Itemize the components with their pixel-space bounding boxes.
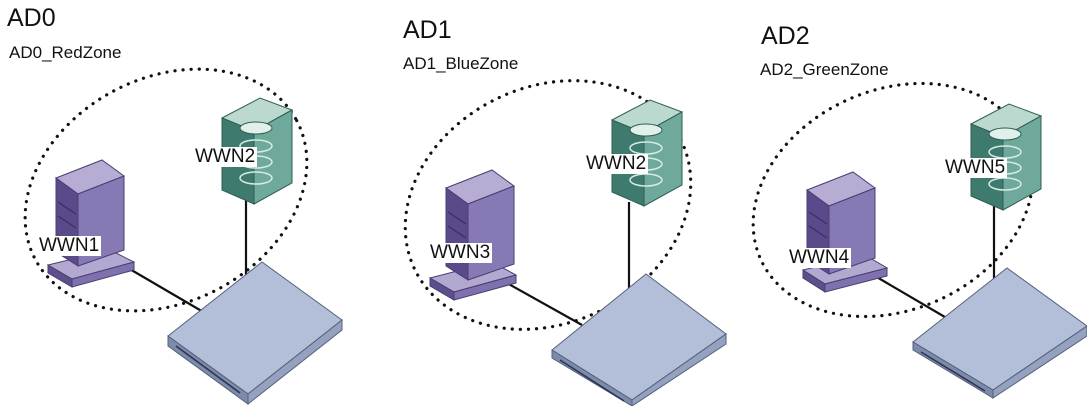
zone-name: AD0_RedZone [9,43,122,62]
domain-panel-ad2: AD2 AD2_GreenZone WWN4 WWN5 [725,0,1087,406]
domain-title: AD1 [403,16,452,44]
storage-array-icon [969,103,1043,211]
fabric-switch [167,261,343,406]
host-server-icon [801,171,889,293]
host-link [127,267,206,314]
storage-wwn-label: WWN2 [193,146,258,167]
host-link [504,281,583,326]
fabric-switch [551,273,727,406]
domain-title: AD0 [7,4,56,32]
host-wwn-label: WWN3 [428,242,493,263]
host-link [874,275,951,321]
zone-name: AD2_GreenZone [760,60,889,79]
zone-name: AD1_BlueZone [403,54,519,73]
zone-boundary [23,67,309,313]
host-server-icon [46,159,136,288]
storage-wwn-label: WWN5 [943,157,1008,178]
fabric-switch [912,267,1087,399]
domain-title: AD2 [761,22,810,50]
domain-panel-ad1: AD1 AD1_BlueZone WWN3 WWN2 [390,0,752,406]
domain-panel-ad0: AD0 AD0_RedZone WWN1 WWN2 [0,0,362,406]
host-wwn-label: WWN4 [787,247,852,268]
host-wwn-label: WWN1 [37,235,102,256]
host-server-icon [428,169,518,301]
domain-diagram-ad2 [751,81,1087,399]
storage-wwn-label: WWN2 [584,153,649,174]
